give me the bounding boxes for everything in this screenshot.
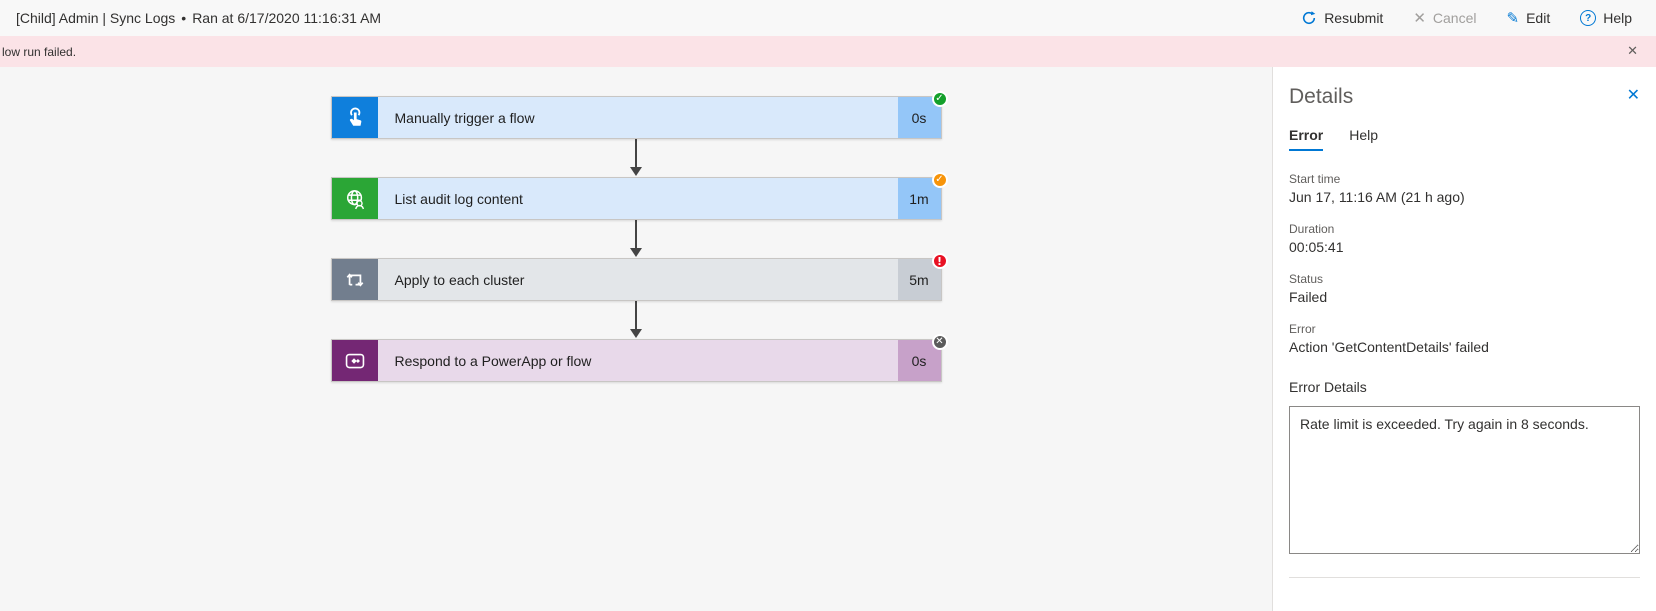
edit-pencil-icon: ✎ [1506,8,1520,27]
details-tabs: Error Help [1289,127,1640,151]
flow-step-list-audit-log[interactable]: List audit log content 1m ✓ [330,172,948,220]
connector-arrow [331,139,942,177]
banner-close-icon[interactable]: ✕ [1627,44,1638,59]
step-label: List audit log content [377,178,898,219]
status-succeeded-icon: ✓ [931,91,948,107]
step-duration-badge: 5m [897,259,941,300]
title-separator: • [181,10,187,26]
field-label: Status [1289,272,1324,286]
command-bar: [Child] Admin | Sync Logs • Ran at 6/17/20… [0,0,1656,36]
run-title: [Child] Admin | Sync Logs • Ran at 6/17/20… [16,10,381,26]
resubmit-label: Resubmit [1324,10,1384,26]
command-buttons: Resubmit ✕ Cancel ✎ Edit ? Help [1301,10,1632,26]
run-detail-fields: Start time Jun 17, 11:16 AM (21 h ago) D… [1289,172,1640,355]
status-skipped-icon: ✕ [931,334,948,350]
resubmit-button[interactable]: Resubmit [1301,10,1383,26]
help-button[interactable]: ? Help [1580,10,1632,26]
banner-message: low run failed. [2,44,77,59]
flow-step-manual-trigger[interactable]: Manually trigger a flow 0s ✓ [330,91,948,139]
run-timestamp: Ran at 6/17/2020 11:16:31 AM [192,10,382,26]
step-label: Respond to a PowerApp or flow [377,340,898,381]
hand-tap-icon [331,97,378,138]
flow-failed-banner: low run failed. ✕ [0,36,1656,67]
field-value: Jun 17, 11:16 AM (21 h ago) [1289,189,1465,205]
flow-canvas: Manually trigger a flow 0s ✓ [0,67,1272,611]
field-status: Status Failed [1289,272,1640,305]
step-label: Manually trigger a flow [377,97,898,138]
field-label: Start time [1289,172,1341,186]
field-value: 00:05:41 [1289,239,1344,255]
edit-button[interactable]: ✎ Edit [1507,10,1551,26]
status-failed-icon: ! [931,253,948,269]
flow-column: Manually trigger a flow 0s ✓ [330,91,948,382]
connector-arrow [331,220,942,258]
flow-step-apply-to-each[interactable]: Apply to each cluster 5m ! [330,253,948,301]
help-label: Help [1603,10,1632,26]
flow-step-respond-powerapp[interactable]: Respond to a PowerApp or flow 0s ✕ [330,334,948,382]
help-icon: ? [1580,10,1597,26]
field-label: Error [1289,322,1316,336]
tab-error[interactable]: Error [1289,127,1324,151]
field-start-time: Start time Jun 17, 11:16 AM (21 h ago) [1289,172,1640,205]
main-area: Manually trigger a flow 0s ✓ [0,67,1656,611]
powerapps-icon [331,340,378,381]
resubmit-icon [1301,10,1317,26]
details-panel-title: Details [1289,85,1354,108]
error-details-label: Error Details [1289,379,1367,395]
step-label: Apply to each cluster [377,259,898,300]
cancel-button[interactable]: ✕ Cancel [1413,10,1476,26]
panel-divider [1289,577,1640,578]
field-value: Action 'GetContentDetails' failed [1289,339,1489,355]
cancel-icon: ✕ [1413,8,1426,27]
details-panel: Details ✕ Error Help Start time Jun 17, … [1272,67,1656,611]
status-warning-icon: ✓ [931,172,948,188]
loop-icon [331,259,378,300]
cancel-label: Cancel [1432,10,1477,26]
field-value: Failed [1289,289,1328,305]
field-duration: Duration 00:05:41 [1289,222,1640,255]
error-details-textarea[interactable]: Rate limit is exceeded. Try again in 8 s… [1289,406,1640,554]
field-label: Duration [1289,222,1335,236]
connector-arrow [331,301,942,339]
field-error: Error Action 'GetContentDetails' failed [1289,322,1640,355]
globe-person-icon [331,178,378,219]
edit-label: Edit [1526,10,1551,26]
details-close-icon[interactable]: ✕ [1626,85,1640,104]
tab-help[interactable]: Help [1349,127,1379,143]
flow-name: [Child] Admin | Sync Logs [16,10,176,26]
